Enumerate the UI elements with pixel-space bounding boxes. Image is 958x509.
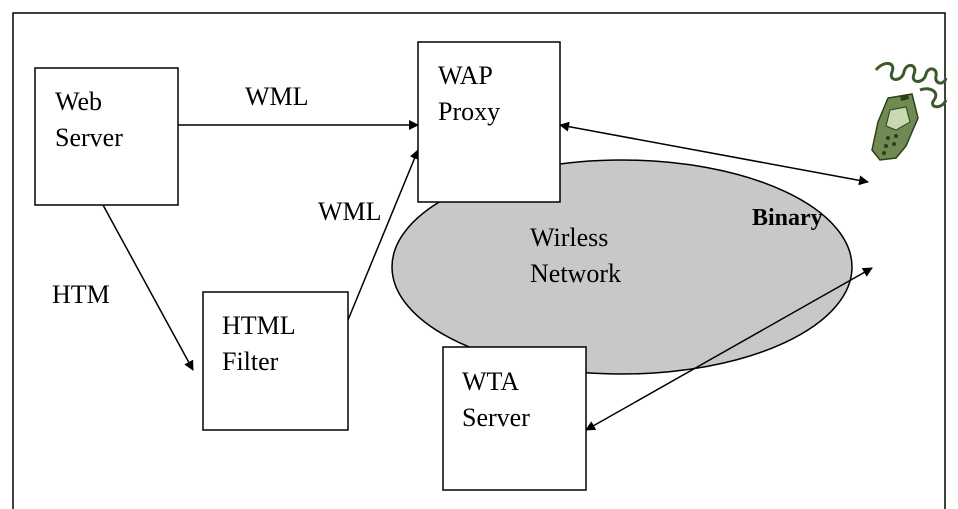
html-filter-box (202, 291, 349, 431)
diagram-frame (12, 12, 946, 509)
wireless-network-label-line2: Network (530, 259, 621, 288)
wireless-network-label-line1: Wirless (530, 223, 608, 252)
edge-label-filter-proxy: WML (318, 197, 382, 226)
wap-proxy-label-line2: Proxy (438, 97, 500, 126)
edge-wta-to-phone (585, 267, 873, 431)
html-filter-label-line2: Filter (222, 347, 279, 376)
wta-server-label-line1: WTA (462, 367, 519, 396)
web-server-label-line2: Server (55, 123, 123, 152)
edge-filter-to-proxy (347, 149, 420, 321)
wta-server-label-line2: Server (462, 403, 530, 432)
edge-label-binary: Binary (752, 205, 823, 231)
mobile-phone-icon (871, 62, 948, 161)
wap-proxy-label-line1: WAP (438, 61, 493, 90)
html-filter-label-line1: HTML (222, 311, 296, 340)
wap-proxy-box (417, 41, 561, 203)
web-server-box (34, 67, 179, 206)
edge-proxy-to-phone (559, 121, 869, 186)
web-server-label-line1: Web (55, 87, 102, 116)
edge-label-web-proxy: WML (245, 82, 309, 111)
edge-label-web-filter: HTM (52, 280, 110, 309)
wta-server-box (442, 346, 587, 491)
edge-web-to-filter (102, 204, 194, 371)
